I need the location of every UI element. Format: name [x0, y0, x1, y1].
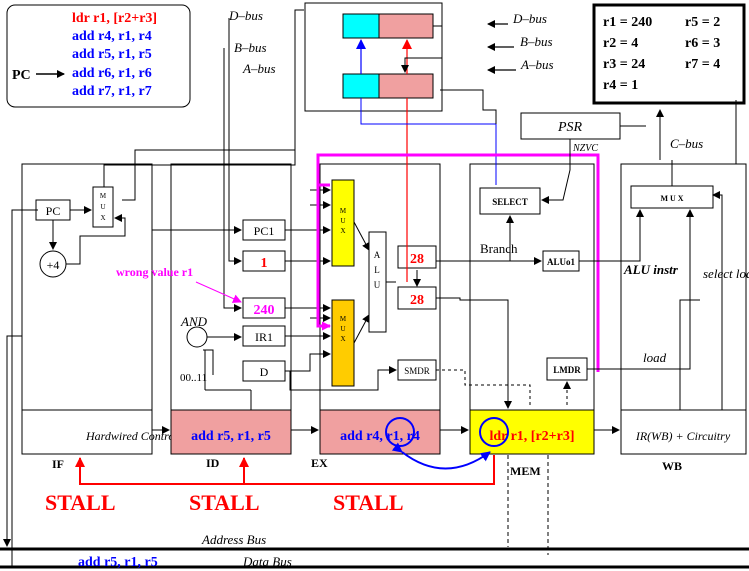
register-file: [304, 2, 443, 112]
ex-mux-bottom: [331, 299, 355, 387]
ex-instr-text: add r4, r1, r4: [340, 429, 420, 444]
b-bus-label: B–bus: [234, 40, 267, 55]
stall-if: STALL: [45, 490, 116, 515]
svg-text:M: M: [340, 207, 347, 215]
stall-id: STALL: [189, 490, 260, 515]
b-value: 1: [261, 256, 268, 271]
if-label: IF: [52, 457, 64, 471]
if-mux: [92, 186, 114, 228]
id-instr-text: add r5, r1, r5: [191, 429, 271, 444]
alu-out-bottom-value: 28: [410, 293, 424, 308]
dependency-arc: [391, 442, 491, 470]
adder-label: +4: [47, 258, 60, 272]
svg-text:L: L: [374, 265, 380, 275]
svg-text:A: A: [374, 250, 381, 260]
aluo1-label: ALUo1: [547, 257, 576, 267]
id-label: ID: [206, 456, 220, 470]
pc-register-label: PC: [46, 204, 61, 218]
register-value: r5 = 2: [685, 15, 720, 30]
svg-text:X: X: [340, 227, 345, 235]
and-label: AND: [180, 314, 208, 329]
d-bus-label-right: D–bus: [512, 11, 547, 26]
register-value: r7 = 4: [685, 57, 720, 72]
mem-instr-text: ldr r1, [r2+r3]: [489, 429, 574, 444]
register-value: r1 = 240: [603, 15, 652, 30]
svg-text:X: X: [100, 214, 105, 222]
and-gate: [186, 326, 208, 348]
alu-instr-label: ALU instr: [623, 262, 679, 277]
b-bus-label-right: B–bus: [520, 34, 553, 49]
wb-mux-label: M U X: [660, 194, 683, 203]
code-line: ldr r1, [r2+r3]: [72, 11, 157, 26]
data-bus-label: Data Bus: [242, 554, 292, 569]
branch-label: Branch: [480, 241, 518, 256]
register-value: r2 = 4: [603, 36, 638, 51]
select-box: [479, 187, 541, 215]
alu-out-top-value: 28: [410, 252, 424, 267]
load-label: load: [643, 350, 667, 365]
svg-text:U: U: [374, 280, 381, 290]
code-line: add r7, r1, r7: [72, 84, 152, 99]
select-load-label: select load: [703, 266, 749, 281]
wb-instr-register: [620, 409, 747, 455]
svg-text:U: U: [340, 217, 345, 225]
register-value: r4 = 1: [603, 78, 638, 93]
ir1-label: IR1: [255, 330, 273, 344]
svg-text:X: X: [340, 335, 345, 343]
code-box: PC ldr r1, [r2+r3] add r4, r1, r4 add r5…: [6, 4, 191, 108]
svg-text:M: M: [340, 315, 347, 323]
hardwired-control-text: Hardwired Control: [85, 429, 178, 443]
mem-label: MEM: [510, 464, 541, 478]
pc-pointer-label: PC: [12, 68, 31, 83]
wb-instr-text: IR(WB) + Circuitry: [635, 429, 731, 443]
svg-text:U: U: [340, 325, 345, 333]
svg-text:U: U: [100, 203, 105, 211]
wrong-value-annotation: wrong value r1: [116, 265, 193, 279]
bits-label: 00..11: [180, 372, 207, 384]
svg-text:M: M: [100, 192, 107, 200]
address-bus-label: Address Bus: [201, 532, 266, 547]
stall-line: [75, 455, 495, 485]
a-value: 240: [254, 303, 275, 318]
d-label: D: [260, 365, 269, 379]
stall-ex: STALL: [333, 490, 404, 515]
wb-label: WB: [662, 459, 682, 473]
data-bus-value: add r5, r1, r5: [78, 555, 158, 570]
a-bus-label-right: A–bus: [520, 57, 554, 72]
ex-label: EX: [311, 456, 328, 470]
register-value: r6 = 3: [685, 36, 720, 51]
code-line: add r5, r1, r5: [72, 47, 152, 62]
dependency-circle-mem: [479, 417, 509, 447]
smdr-label: SMDR: [404, 366, 430, 376]
c-bus-label: C–bus: [670, 136, 703, 151]
psr-label: PSR: [557, 120, 583, 135]
lmdr-label: LMDR: [553, 365, 581, 375]
id-instr-register: [170, 409, 292, 455]
register-box: r1 = 240 r2 = 4 r3 = 24 r4 = 1 r5 = 2 r6…: [592, 3, 746, 105]
code-line: add r4, r1, r4: [72, 29, 152, 44]
a-bus-label: A–bus: [242, 61, 276, 76]
pc1-label: PC1: [254, 224, 275, 238]
d-bus-label: D–bus: [228, 8, 263, 23]
nzvc-label: NZVC: [572, 143, 598, 154]
register-value: r3 = 24: [603, 57, 645, 72]
code-line: add r6, r1, r6: [72, 66, 152, 81]
select-label: SELECT: [492, 197, 528, 207]
